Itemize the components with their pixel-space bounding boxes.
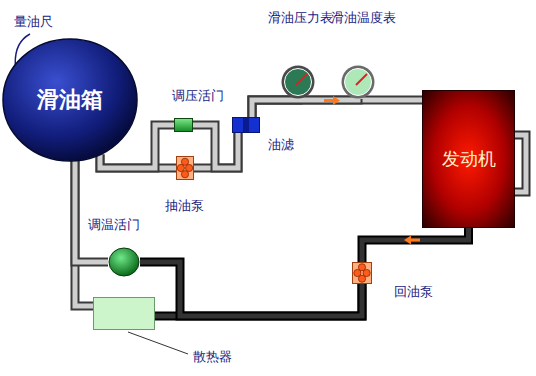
oil-pipe — [362, 228, 469, 262]
oil-pipe — [75, 161, 108, 262]
thermo-valve: 调温活门 — [108, 247, 140, 277]
oil-pipe — [193, 125, 238, 168]
supply-pump: 抽油泵 — [176, 156, 194, 180]
pump-outline — [176, 156, 194, 180]
pipe-core — [362, 228, 469, 262]
pipe-core — [193, 125, 238, 168]
pump-rotor — [354, 269, 361, 276]
pump-body — [353, 263, 372, 284]
filter-band — [243, 118, 249, 132]
gauge2-outline — [341, 65, 375, 99]
part-label: 滑油压力表 — [268, 10, 333, 26]
pipe-wall — [193, 125, 238, 168]
flow-arrow — [324, 96, 340, 105]
pipe-core — [252, 99, 358, 117]
pump-rotor — [181, 158, 188, 165]
part-label: 滑油温度表 — [331, 10, 396, 26]
pump-rotor — [181, 171, 188, 178]
pipe-core — [75, 161, 108, 262]
oil-pipe — [252, 100, 422, 117]
pipe-core — [252, 100, 422, 117]
pipe-core — [140, 262, 362, 316]
radiator-shape — [94, 298, 155, 330]
gauge-needle — [296, 74, 307, 85]
part-label: 抽油泵 — [165, 198, 204, 214]
oil-pipe — [252, 99, 358, 117]
return-pump: 回油泵 — [352, 262, 372, 284]
flow-arrow — [404, 236, 420, 245]
gauge-face — [345, 69, 372, 96]
part-label: 调温活门 — [88, 217, 140, 233]
gauge1-outline — [281, 65, 315, 99]
part-name: 滑油箱 — [37, 87, 103, 113]
valve-shape — [175, 119, 193, 132]
gauge-rim — [342, 66, 375, 99]
oil-pipe — [140, 262, 362, 316]
pipe-wall — [155, 284, 362, 316]
pipe-wall — [140, 262, 362, 316]
gauge-face — [285, 69, 312, 96]
pipe-wall — [75, 161, 108, 262]
tank-shape — [3, 39, 137, 161]
radiator-leader — [128, 332, 188, 354]
reg-outline — [174, 118, 193, 132]
rad-outline — [93, 297, 155, 330]
pipe-wall — [252, 99, 358, 117]
engine-side-pipe — [515, 135, 526, 192]
temperature-gauge: 滑油温度表 — [341, 65, 375, 99]
pump-rotor — [186, 164, 193, 171]
pump-rotor — [363, 269, 370, 276]
pipe-wall — [362, 228, 469, 262]
oil-tank: 滑油箱 — [2, 38, 138, 162]
oil-filter: 油滤 — [232, 117, 260, 133]
part-label: 量油尺 — [14, 14, 53, 30]
engine-box: 发动机 — [422, 90, 515, 228]
pipe-wall — [252, 100, 422, 117]
filter-outline — [232, 117, 260, 133]
engine-side-pipe-core — [515, 135, 526, 192]
pump-outline — [352, 262, 372, 284]
oil-pipe — [155, 284, 362, 316]
valve-shape — [109, 248, 139, 276]
tvalve-outline — [108, 247, 140, 277]
part-label: 调压活门 — [172, 88, 224, 104]
pump-body — [177, 157, 194, 180]
engine-shape — [423, 91, 515, 228]
pressure-valve: 调压活门 — [174, 118, 193, 132]
pump-rotor — [177, 164, 184, 171]
pipe-core — [155, 284, 362, 316]
part-name: 发动机 — [442, 148, 496, 170]
part-label: 油滤 — [268, 137, 294, 153]
radiator: 散热器 — [93, 297, 155, 330]
part-label: 散热器 — [193, 349, 232, 365]
filter-shape — [233, 118, 260, 133]
gauge-needle — [356, 74, 367, 85]
gauge-rim — [282, 66, 315, 99]
pressure-gauge: 滑油压力表 — [281, 65, 315, 99]
part-label: 回油泵 — [394, 284, 433, 300]
